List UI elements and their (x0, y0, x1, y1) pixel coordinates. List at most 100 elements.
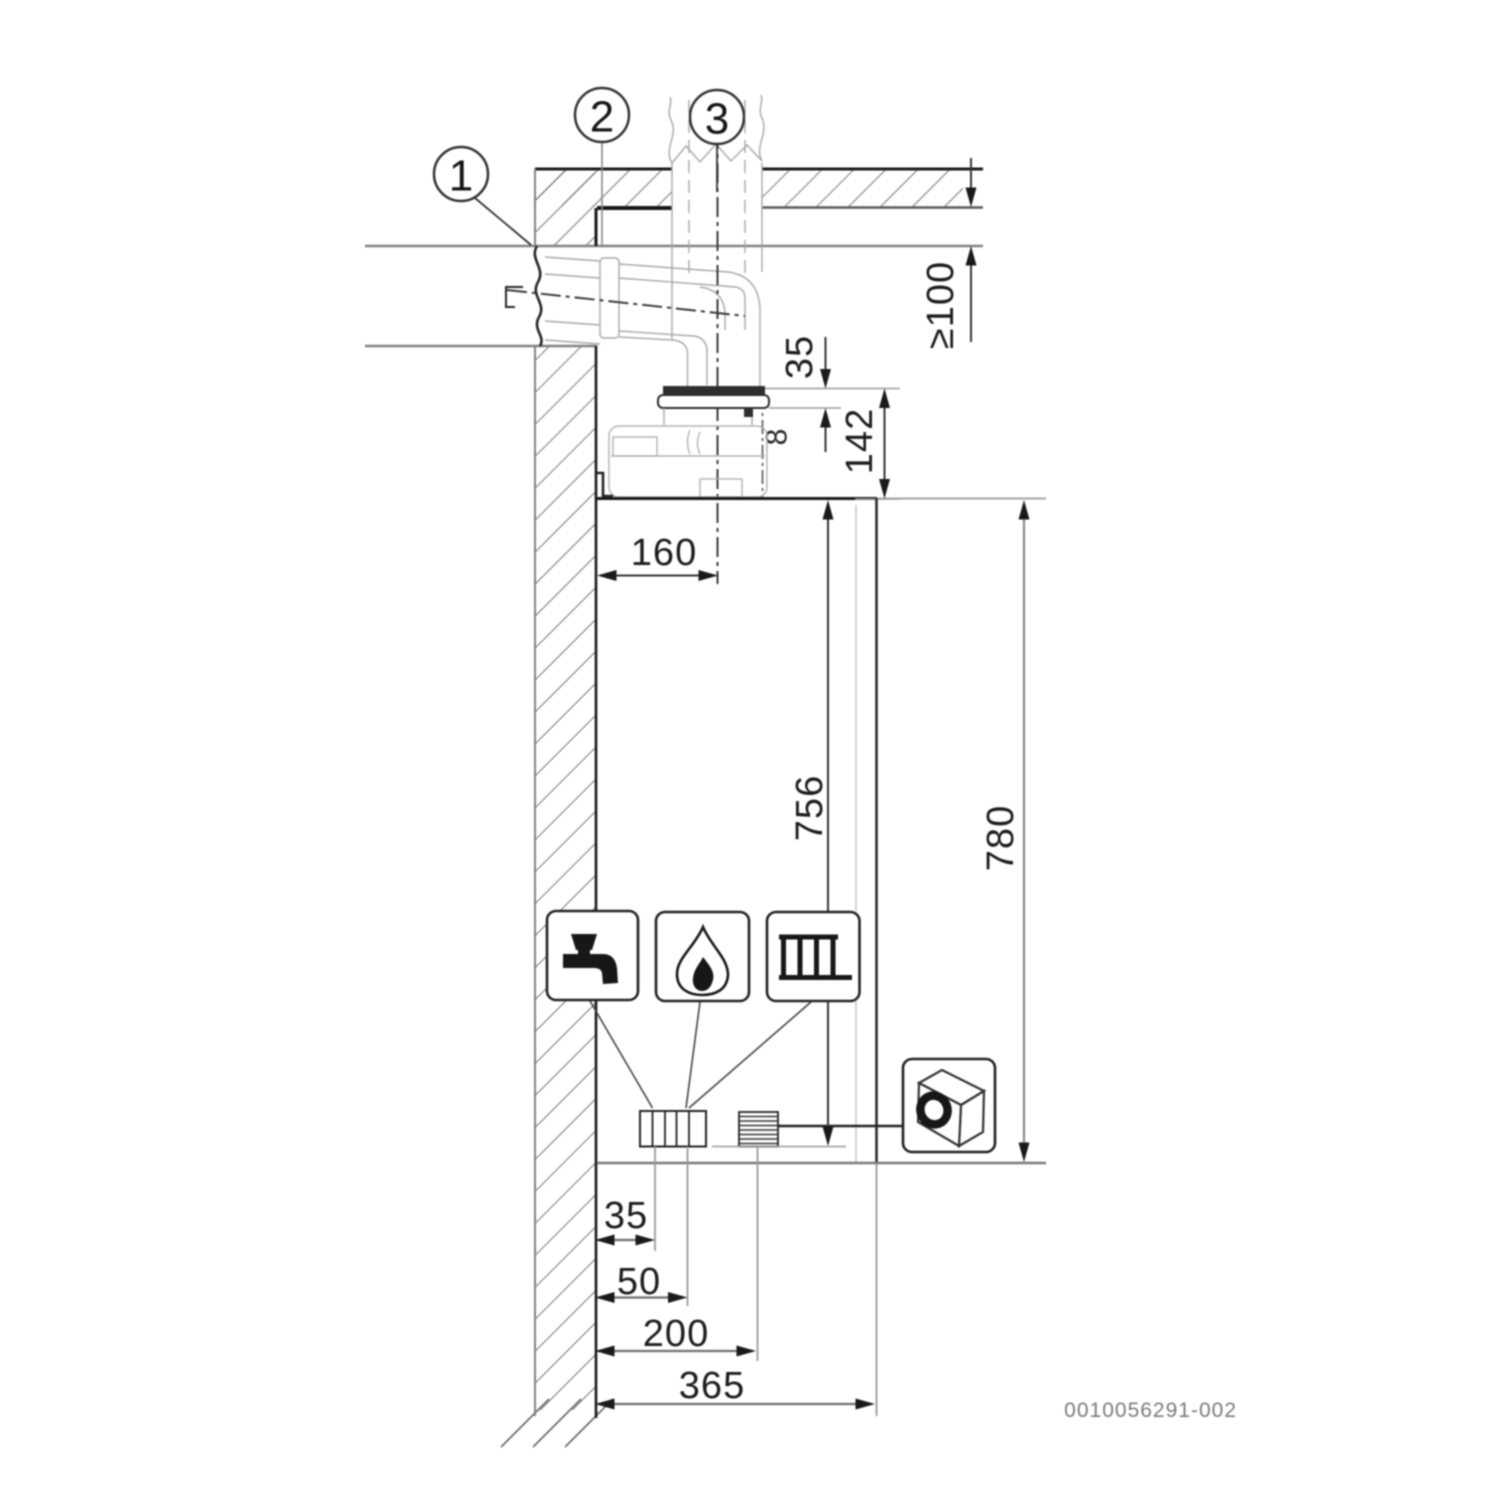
boiler-body (597, 497, 1046, 1416)
drawing-line (597, 570, 617, 581)
flue-outer-bottom-stub (544, 339, 601, 345)
dim-flue-assembly-height-label: 142 (839, 408, 881, 474)
flue-inner-bottom-stub (544, 320, 601, 326)
drawing-line (692, 957, 714, 991)
drawing-line (654, 910, 751, 1003)
dim-flue-collar-offset: 35 (765, 335, 900, 452)
drawing-line (879, 388, 890, 408)
legend-icons (545, 909, 997, 1154)
drawing-line (855, 1398, 875, 1410)
dim-connection-height-label: 756 (789, 775, 831, 841)
dim-water-conn-1: 35 (595, 1195, 655, 1246)
callout-2-circle (573, 86, 631, 144)
drawing-line (578, 948, 590, 955)
dim-appliance-height: 780 (980, 500, 1030, 1162)
callout-2-label: 2 (590, 93, 614, 142)
drawing-line (564, 1398, 614, 1448)
drawing-line (668, 1292, 688, 1303)
gas-connection-fitting (738, 1111, 779, 1148)
flue-adapter: 8 (657, 386, 794, 446)
drawing-line (595, 1234, 615, 1246)
burner-squiggle-1 (686, 429, 691, 455)
burner-squiggle-2 (696, 431, 701, 455)
drawing-line (965, 187, 977, 207)
callout-1-leader (474, 197, 532, 246)
dim-appliance-depth-label: 365 (679, 1365, 745, 1407)
drawing-line (1018, 500, 1030, 520)
wall-hatch-main (535, 346, 595, 1410)
dim-flue-center: 160 (597, 532, 718, 581)
dim-appliance-height-label: 780 (980, 805, 1022, 871)
flue-inner-top-stub (544, 273, 601, 279)
callouts: 1 2 3 (432, 86, 746, 246)
dim-flue-center-label: 160 (631, 532, 697, 574)
callout-1-circle (432, 145, 490, 203)
dim-water-conn-2-label: 50 (617, 1261, 661, 1303)
bottom-connections (639, 1110, 903, 1361)
measuring-port (744, 407, 753, 417)
dim-water-conn-1-label: 35 (604, 1195, 648, 1237)
dim-gas-conn: 200 (595, 1313, 756, 1357)
radiator-icon (779, 934, 852, 980)
drawing-line (965, 246, 977, 266)
flame-leader-line (685, 1001, 701, 1109)
flue-adapter-plate (663, 386, 765, 395)
pump-icon-box (901, 1057, 997, 1154)
dim-gas-conn-label: 200 (643, 1313, 709, 1355)
dim-flue-assembly-height: 142 (839, 388, 890, 499)
wall-hatch-loose-ends (500, 1398, 614, 1448)
drawing-line (595, 1345, 615, 1357)
dim-ceiling-clearance-label: ≥100 (920, 261, 962, 349)
icon-leader-lines (589, 1000, 812, 1109)
drawing-line (916, 1091, 952, 1129)
tap-icon (563, 934, 618, 984)
wall-and-ceiling (365, 167, 983, 1448)
ceiling-hatch-left (535, 170, 672, 207)
ceiling-hatch-right (762, 170, 963, 207)
vflue-break-curl-left (668, 96, 674, 164)
flue-adapter-collar (657, 394, 770, 409)
callout-1-label: 1 (449, 152, 473, 201)
radiator-leader-line (688, 1001, 812, 1109)
flue-outer-top-stub (544, 256, 601, 262)
flue-wall-rosette (599, 257, 620, 339)
drawing-line (698, 570, 718, 581)
drawing-line (736, 1345, 756, 1357)
drawing-line (765, 910, 861, 1003)
drawing-line (820, 408, 831, 428)
tap-icon-box (545, 909, 640, 1002)
flue-elbow-inner-arc (699, 286, 726, 330)
drawing-line (595, 1398, 615, 1410)
dim-water-conn-2: 50 (595, 1261, 688, 1303)
callout-3-circle (688, 88, 746, 146)
drawing-line (635, 1234, 655, 1246)
flame-icon-box (654, 910, 751, 1003)
vflue-break-curl-right (758, 94, 765, 162)
tap-leader-line (589, 1000, 654, 1109)
wall-break-zigzag (533, 245, 543, 347)
port-label: 8 (761, 429, 794, 446)
dim-appliance-depth: 365 (595, 1365, 875, 1410)
dim-connection-height: 756 (789, 500, 834, 1146)
drawing-line (822, 1126, 834, 1146)
drawing-line (820, 369, 831, 389)
callout-3-label: 3 (705, 95, 729, 144)
drawing-line (822, 500, 834, 520)
flue-outer-top (618, 263, 761, 386)
flue-inner-bottom (618, 330, 708, 385)
drawing-line (879, 479, 890, 499)
water-connection-group (639, 1110, 707, 1148)
horizontal-flue (544, 256, 761, 386)
radiator-icon-box (765, 910, 861, 1003)
mounting-bracket (597, 471, 613, 498)
flame-icon (675, 923, 730, 997)
flue-outer-bottom (618, 336, 689, 386)
dim-flue-collar-offset-label: 35 (779, 335, 821, 379)
drawing-line (595, 1292, 615, 1303)
drawing-line (571, 934, 597, 950)
drawing-line (1018, 1142, 1030, 1162)
drawing-number: 0010056291-002 (1064, 1399, 1237, 1422)
fan-unit-detail-box (612, 436, 658, 457)
